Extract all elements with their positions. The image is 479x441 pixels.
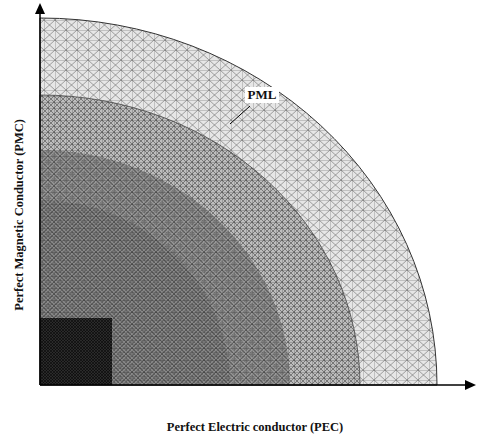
region-label: PML bbox=[245, 87, 280, 103]
axis-label: Perfect Magnetic Conductor (PMC) bbox=[13, 119, 27, 311]
axis-label: Perfect Electric conductor (PEC) bbox=[167, 421, 343, 435]
